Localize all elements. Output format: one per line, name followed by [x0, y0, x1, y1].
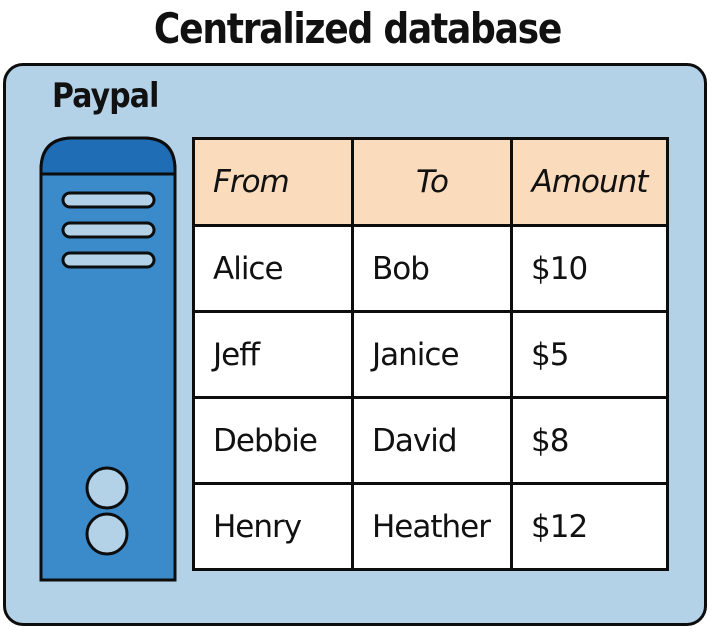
cell-from: Henry	[192, 482, 354, 571]
cell-amount: $12	[510, 482, 669, 571]
table-row: Debbie David $8	[192, 396, 669, 485]
table-row: Jeff Janice $5	[192, 310, 669, 399]
transactions-table: From To Amount Alice Bob $10 Jeff Janice…	[192, 137, 669, 571]
header-from: From	[192, 137, 354, 227]
cell-to: Janice	[351, 310, 513, 399]
cell-amount: $8	[510, 396, 669, 485]
table-header-row: From To Amount	[192, 137, 669, 227]
cell-from: Jeff	[192, 310, 354, 399]
header-to: To	[351, 137, 513, 227]
cell-amount: $5	[510, 310, 669, 399]
cell-from: Debbie	[192, 396, 354, 485]
table-row: Henry Heather $12	[192, 482, 669, 571]
server-light-1	[85, 466, 129, 510]
server-slot-3	[61, 251, 156, 269]
table-row: Alice Bob $10	[192, 224, 669, 313]
diagram-title: Centralized database	[153, 4, 562, 53]
server-top	[39, 136, 177, 176]
cell-to: Heather	[351, 482, 513, 571]
cell-amount: $10	[510, 224, 669, 313]
server-slot-1	[61, 191, 156, 209]
server-slot-2	[61, 221, 156, 239]
cell-to: David	[351, 396, 513, 485]
cell-to: Bob	[351, 224, 513, 313]
server-icon	[39, 136, 177, 582]
cell-from: Alice	[192, 224, 354, 313]
server-light-2	[85, 512, 129, 556]
header-amount: Amount	[510, 137, 669, 227]
organization-label: Paypal	[52, 76, 159, 116]
